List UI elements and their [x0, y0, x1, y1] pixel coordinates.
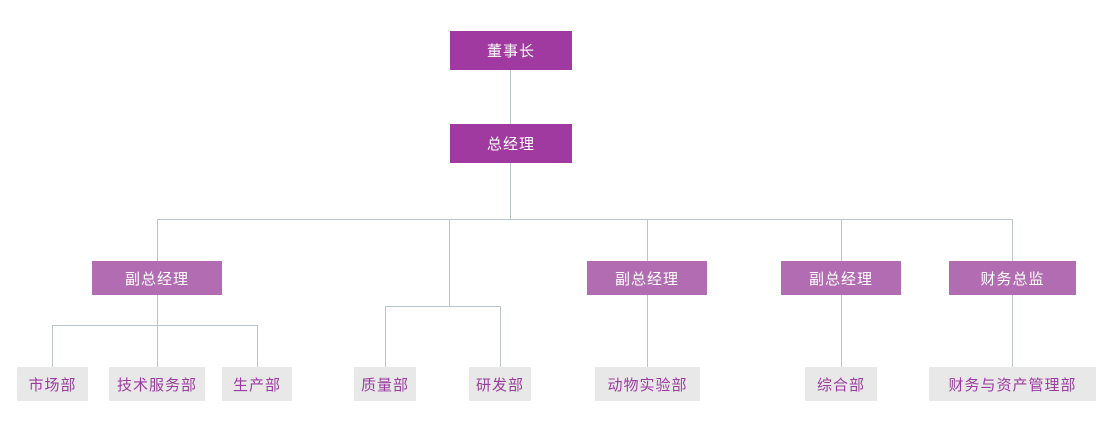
connector-deputy-gm-1-rail	[157, 295, 158, 325]
org-node-dept-animal-lab: 动物实验部	[595, 367, 700, 401]
org-node-deputy-gm-1: 副总经理	[92, 261, 222, 295]
connector-drop-marketing	[52, 325, 53, 367]
org-node-deputy-gm-2: 副总经理	[587, 261, 707, 295]
connector-rail-quality-rnd	[449, 219, 450, 306]
connector-quality-rnd-rail	[385, 306, 501, 307]
org-node-dept-marketing: 市场部	[17, 367, 88, 401]
connector-rail-deputy-gm-1	[157, 219, 158, 261]
org-node-dept-quality: 质量部	[354, 367, 416, 401]
connector-drop-production	[257, 325, 258, 367]
connector-main-rail	[157, 219, 1013, 220]
org-node-chairman: 董事长	[450, 31, 572, 70]
connector-rail-finance-director	[1012, 219, 1013, 261]
connector-gm-rail	[510, 163, 511, 219]
org-node-finance-director: 财务总监	[949, 261, 1076, 295]
org-node-dept-general-affairs: 综合部	[805, 367, 877, 401]
connector-drop-animal-lab	[647, 295, 648, 367]
connector-drop-tech-service	[157, 325, 158, 367]
org-node-dept-rnd: 研发部	[469, 367, 531, 401]
connector-drop-rnd	[500, 306, 501, 367]
connector-drop-finance-asset	[1012, 295, 1013, 367]
org-node-dept-production: 生产部	[222, 367, 292, 401]
connector-chairman-gm	[510, 70, 511, 124]
connector-rail-deputy-gm-3	[841, 219, 842, 261]
connector-deputy-gm-1-subrail	[52, 325, 258, 326]
org-node-dept-finance-asset-management: 财务与资产管理部	[929, 367, 1096, 401]
org-node-dept-tech-service: 技术服务部	[109, 367, 205, 401]
connector-drop-general-affairs	[841, 295, 842, 367]
org-node-general-manager: 总经理	[450, 124, 572, 163]
connector-rail-deputy-gm-2	[647, 219, 648, 261]
connector-drop-quality	[385, 306, 386, 367]
org-node-deputy-gm-3: 副总经理	[781, 261, 901, 295]
